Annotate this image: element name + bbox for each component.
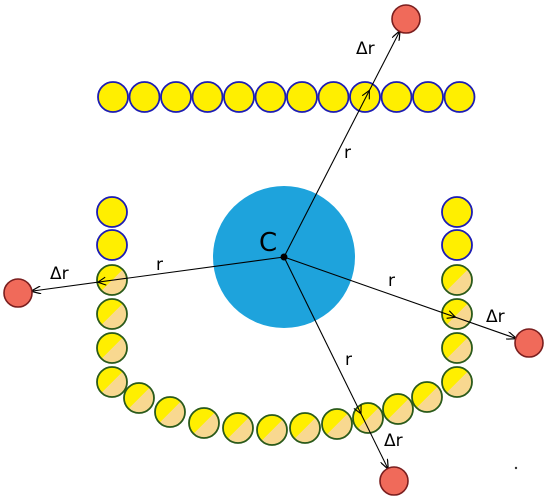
- delta-r-label-down: Δr: [384, 431, 403, 451]
- bead: [321, 408, 353, 440]
- arrow-left-inner-head: [96, 276, 107, 286]
- bead: [254, 81, 287, 113]
- bead: [97, 81, 129, 113]
- bead: [123, 382, 155, 414]
- top-bead-row: [97, 81, 476, 113]
- bead: [128, 81, 161, 113]
- bead: [443, 81, 476, 113]
- bead: [96, 332, 128, 364]
- r-label-up: r: [344, 143, 351, 163]
- bead: [349, 81, 381, 113]
- u-bead-chain: [96, 196, 473, 446]
- stray-dot: [514, 466, 518, 470]
- endpoint-left: [3, 278, 33, 308]
- bead: [441, 332, 473, 364]
- bead: [412, 81, 444, 113]
- bead: [441, 196, 473, 228]
- bead: [289, 412, 321, 444]
- bead: [256, 414, 288, 446]
- bead: [188, 407, 220, 439]
- bead: [96, 229, 128, 261]
- bead: [411, 381, 443, 413]
- arrow-right-inner-head: [446, 310, 457, 319]
- arrow-up-inner-head: [361, 89, 370, 100]
- arrow-down-right-inner-head: [353, 404, 362, 415]
- bead: [317, 81, 350, 113]
- bead: [441, 298, 473, 330]
- arrow-left-line: [32, 256, 285, 291]
- bead: [96, 366, 128, 398]
- endpoint-circles: [3, 4, 544, 496]
- bead: [382, 393, 414, 425]
- endpoint-up: [391, 4, 421, 34]
- bead: [96, 196, 128, 228]
- arrow-up-line: [283, 31, 400, 258]
- radius-arrows: [32, 31, 516, 468]
- bead: [154, 396, 186, 428]
- bead: [160, 81, 192, 113]
- delta-r-label-right: Δr: [486, 307, 505, 327]
- r-label-right: r: [388, 271, 395, 291]
- r-label-down: r: [345, 350, 352, 370]
- center-label: C: [259, 228, 277, 258]
- bead: [191, 81, 224, 113]
- endpoint-down: [379, 466, 409, 496]
- bead: [441, 264, 473, 296]
- bead: [223, 81, 255, 113]
- bead: [441, 229, 473, 261]
- arrow-down-right-line: [283, 256, 388, 468]
- delta-r-label-left: Δr: [50, 264, 69, 284]
- bead: [96, 298, 128, 330]
- bead: [222, 412, 254, 444]
- bead: [441, 366, 473, 398]
- arrow-right-line: [283, 256, 516, 338]
- r-label-left: r: [156, 255, 163, 275]
- bead: [286, 81, 318, 113]
- delta-r-label-up: Δr: [356, 39, 375, 59]
- bead: [380, 81, 413, 113]
- endpoint-right: [514, 328, 544, 358]
